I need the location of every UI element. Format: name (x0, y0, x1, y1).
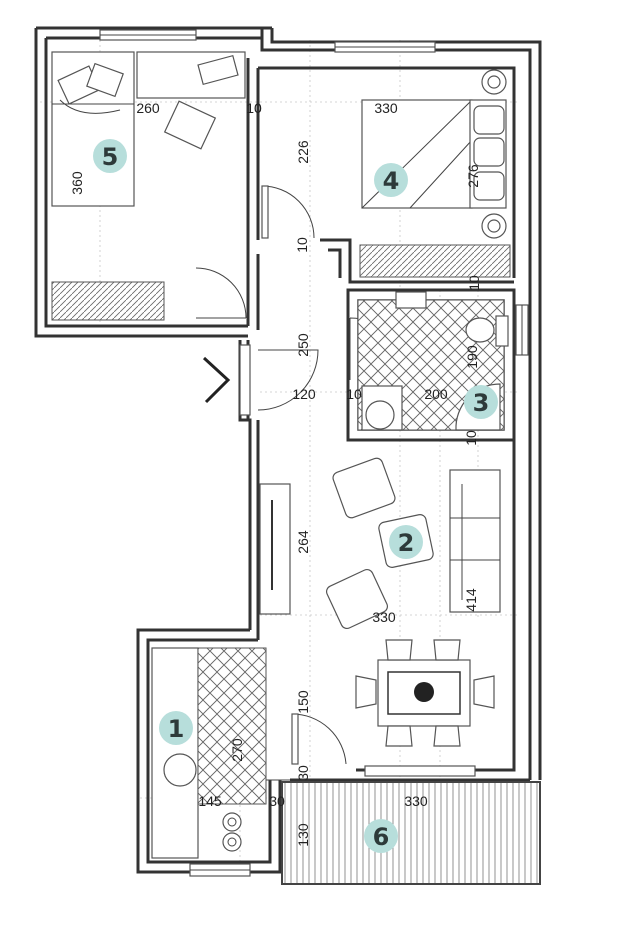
balcony (281, 781, 541, 885)
dim-wall-30b: 30 (269, 793, 285, 809)
dim-balcony-depth: 130 (295, 823, 311, 847)
dim-balcony-width: 330 (404, 793, 428, 809)
doors (195, 185, 413, 765)
room-number-2: 2 (398, 529, 415, 557)
room-badge-3 (464, 385, 498, 419)
dim-bath-wall-bottom: 10 (463, 430, 479, 446)
dim-bath-width: 200 (424, 386, 448, 402)
room-number-1: 1 (168, 715, 185, 743)
room-number-3: 3 (473, 389, 490, 417)
dim-hall-width: 120 (292, 386, 316, 402)
dim-bath-depth: 190 (464, 345, 480, 369)
dim-bed4-length: 276 (465, 164, 481, 188)
dim-hall-length: 250 (295, 333, 311, 357)
dim-door-width: 150 (295, 690, 311, 714)
windows (99, 29, 529, 877)
dim-bedroom5-width: 260 (136, 100, 160, 116)
dim-kitchen-depth: 270 (229, 738, 245, 762)
dim-living-width: 330 (372, 609, 396, 625)
living-furniture (259, 457, 501, 747)
dim-wall-30a: 30 (295, 765, 311, 781)
bedroom5-furniture (51, 51, 246, 321)
dim-bedroom4-depth: 226 (295, 140, 311, 164)
room-badges: 1 2 3 4 5 6 (93, 139, 498, 853)
dim-bath-wall-left: 10 (346, 386, 362, 402)
room-badge-1 (159, 711, 193, 745)
dim-kitchen-width: 145 (198, 793, 222, 809)
room-number-5: 5 (102, 143, 119, 171)
room-number-6: 6 (373, 823, 390, 851)
room-badge-2 (389, 525, 423, 559)
dim-bedroom5-depth: 360 (69, 171, 85, 195)
kitchen-fixtures (151, 647, 267, 859)
dim-living-length: 414 (463, 588, 479, 612)
dimension-labels: 260 360 10 330 226 276 10 250 120 10 200… (69, 100, 482, 847)
dim-corridor-wall: 10 (294, 237, 310, 253)
dim-bedroom4-width: 330 (374, 100, 398, 116)
room-badge-5 (93, 139, 127, 173)
room-badge-4 (374, 163, 408, 197)
dim-living-depth: 264 (295, 530, 311, 554)
room-number-4: 4 (383, 167, 400, 195)
room-badge-6 (364, 819, 398, 853)
dim-bath-wall-right: 10 (466, 275, 482, 291)
dim-wall-top: 10 (246, 100, 262, 116)
